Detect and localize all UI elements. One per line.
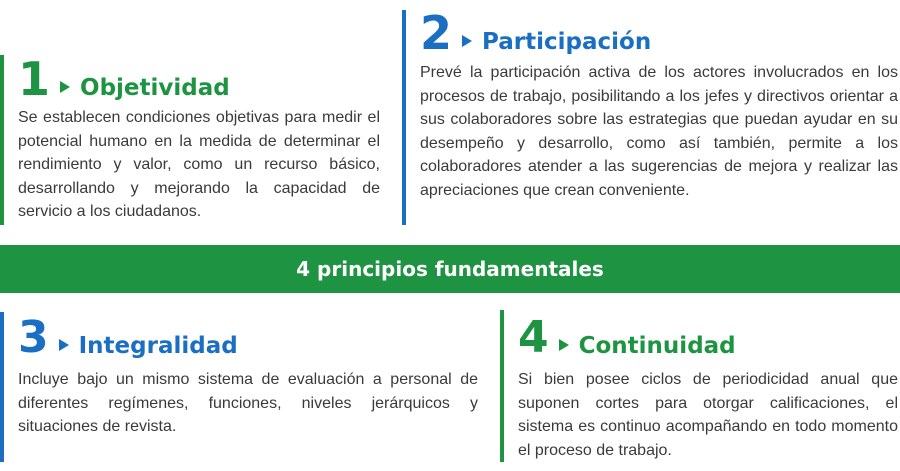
triangle-right-icon <box>462 35 473 47</box>
triangle-right-icon <box>60 81 71 93</box>
principle-title: Participación <box>482 29 652 55</box>
principle-heading: 4 Continuidad <box>518 316 736 360</box>
principle-heading: 3 Integralidad <box>18 316 238 360</box>
principle-description: Incluye bajo un mismo sistema de evaluac… <box>18 371 478 435</box>
principle-title: Continuidad <box>578 333 736 359</box>
principle-description: Se establecen condiciones objetivas para… <box>18 109 380 220</box>
principle-title: Integralidad <box>78 333 238 359</box>
triangle-right-icon <box>558 339 569 351</box>
principle-card-continuidad: 4 Continuidad Si bien posee ciclos de pe… <box>500 300 900 471</box>
principle-card-integralidad: 3 Integralidad Incluye bajo un mismo sis… <box>0 300 486 471</box>
card-accent-bar <box>402 10 406 225</box>
card-accent-bar <box>0 55 4 225</box>
principle-description: Prevé la participación activa de los act… <box>420 64 898 199</box>
principle-heading: 2 Participación <box>420 10 651 56</box>
principle-heading: 1 Objetividad <box>18 56 230 102</box>
card-accent-bar <box>500 310 504 462</box>
principle-card-objetividad: 1 Objetividad Se establecen condiciones … <box>0 0 386 230</box>
principle-title: Objetividad <box>80 75 230 101</box>
principle-number: 4 <box>518 312 549 363</box>
principle-description: Si bien posee ciclos de periodicidad anu… <box>518 371 898 459</box>
principle-number: 3 <box>18 312 49 363</box>
principles-banner: 4 principios fundamentales <box>0 245 900 293</box>
triangle-right-icon <box>58 339 69 351</box>
principle-number: 1 <box>18 52 51 106</box>
principle-card-participacion: 2 Participación Prevé la participación a… <box>402 0 900 230</box>
principle-number: 2 <box>420 6 453 60</box>
card-accent-bar <box>0 312 4 462</box>
